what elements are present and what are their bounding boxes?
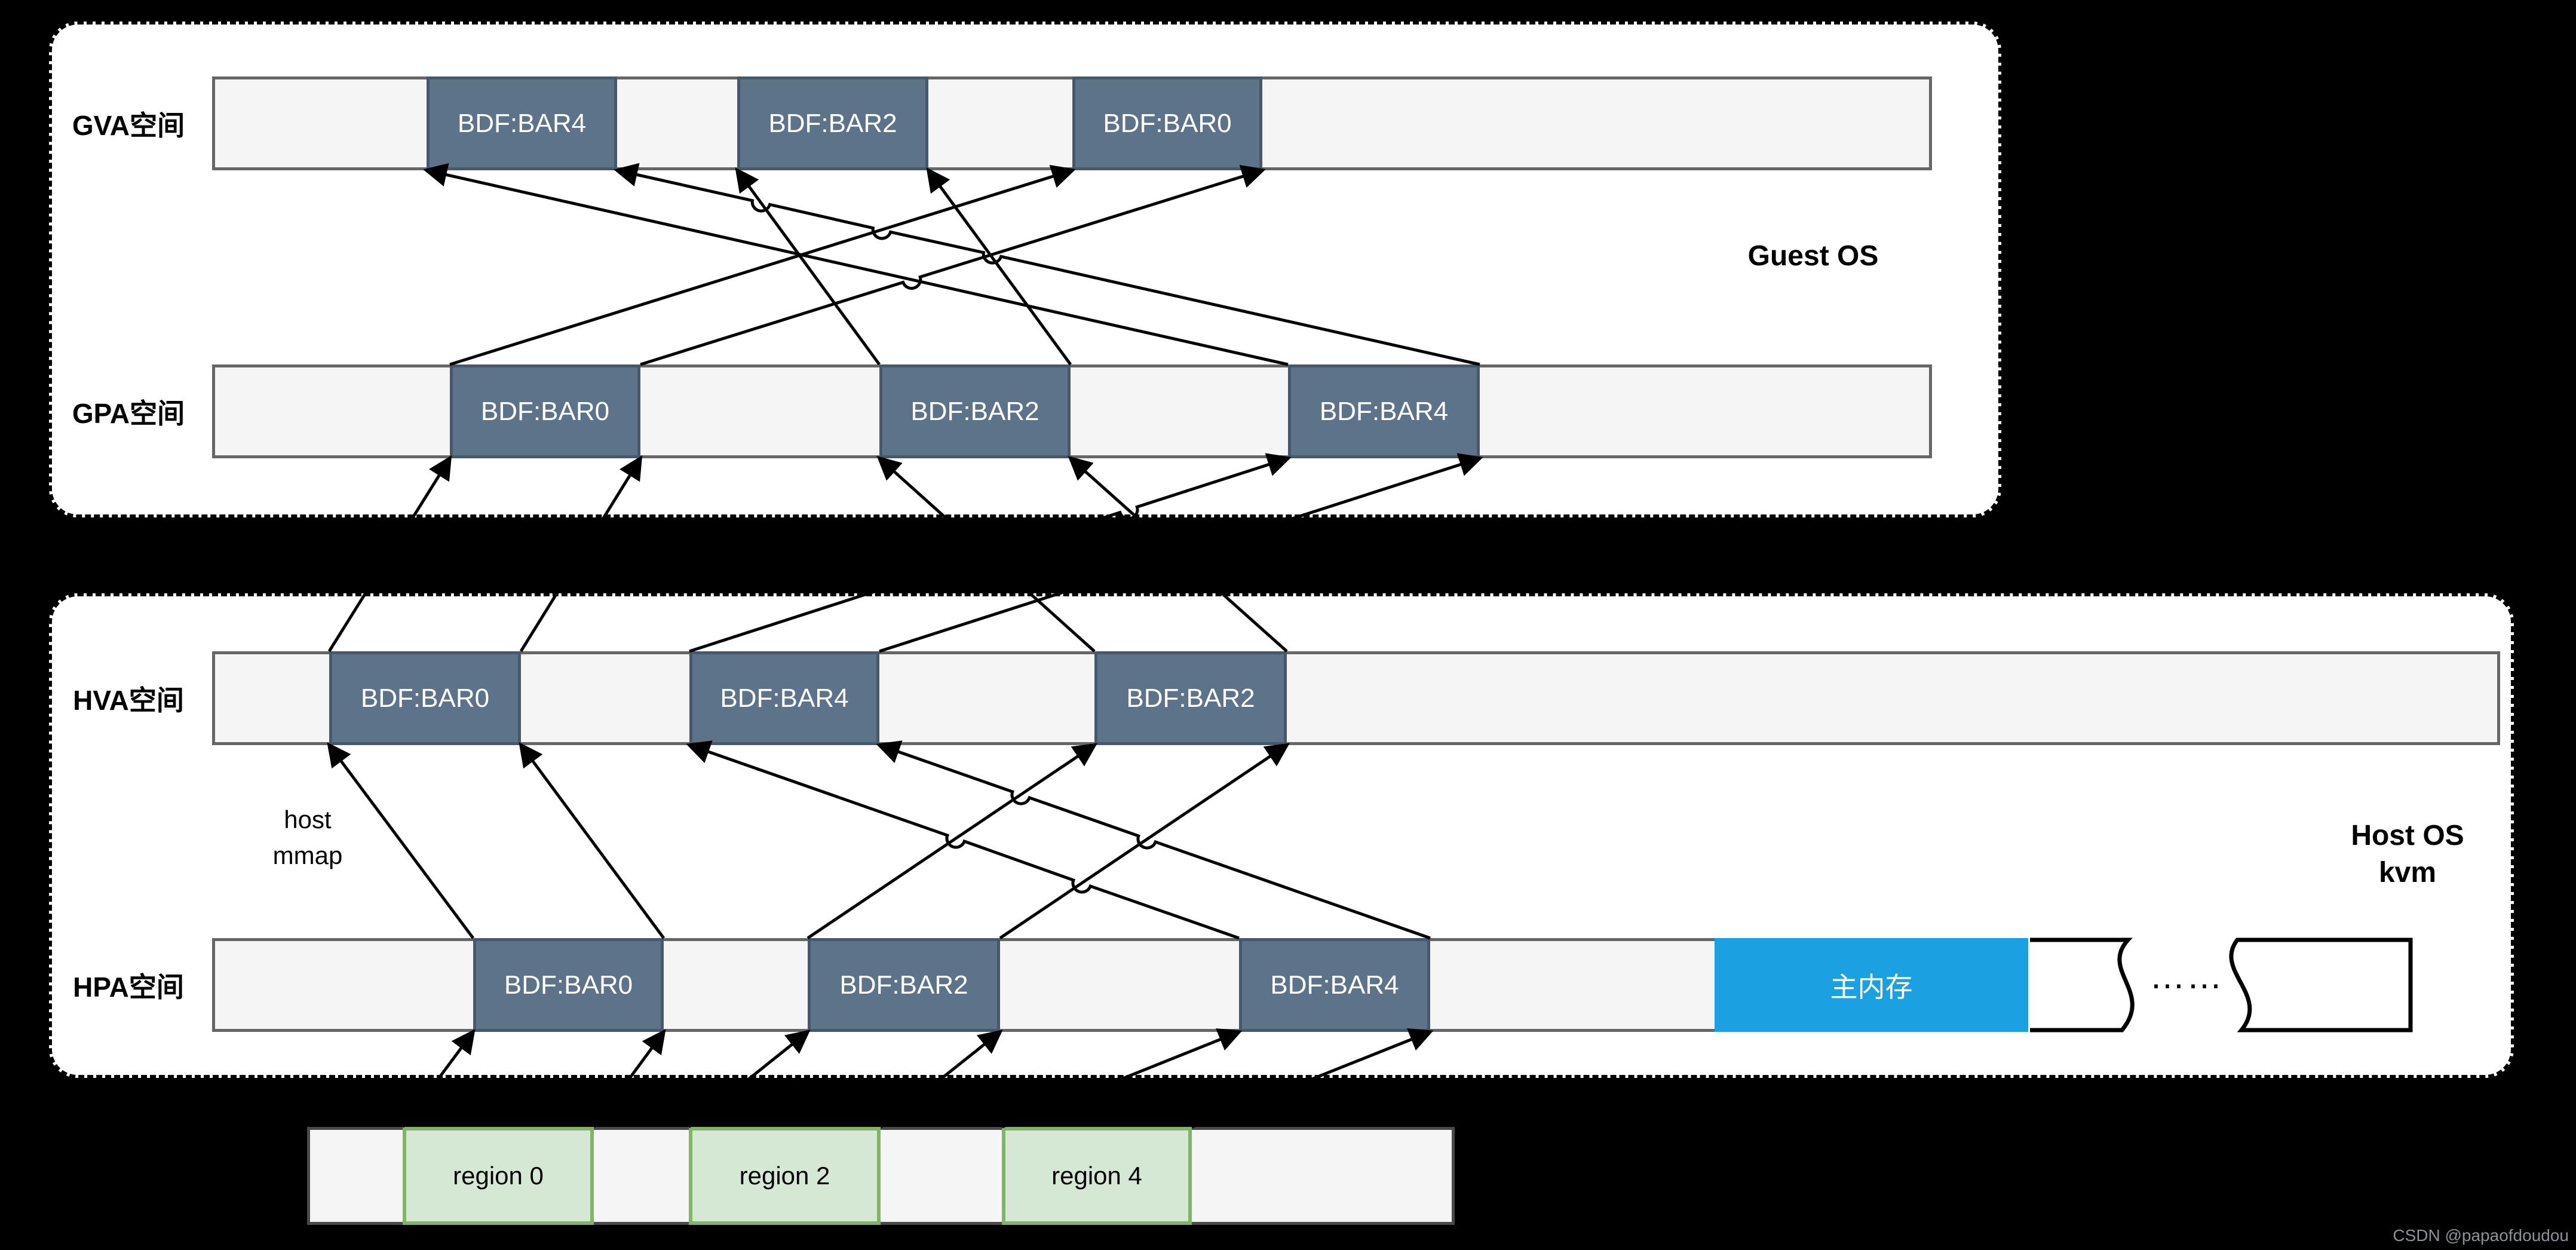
hpa-block-bar4: BDF:BAR4 <box>1239 938 1430 1032</box>
gpa-block-bar2: BDF:BAR2 <box>879 364 1071 458</box>
hva-address-row <box>212 651 2500 745</box>
hva-block-bar4: BDF:BAR4 <box>689 651 879 745</box>
host-os-label: Host OS kvm <box>2276 817 2539 891</box>
hva-row-label: HVA空间 <box>73 684 184 716</box>
gva-block-bar0: BDF:BAR0 <box>1072 76 1262 170</box>
host-os-line1: Host OS <box>2351 820 2464 851</box>
region-4-block: region 4 <box>1002 1127 1192 1225</box>
hpa-block-bar0: BDF:BAR0 <box>473 938 664 1032</box>
host-os-line2: kvm <box>2378 857 2437 889</box>
gva-block-bar4: BDF:BAR4 <box>427 76 617 170</box>
host-mmap-label: host mmap <box>233 802 382 874</box>
memory-continuation-dots: …… <box>2149 955 2224 996</box>
csdn-watermark: CSDN @papaofdoudou <box>2393 1226 2569 1245</box>
hva-block-bar2: BDF:BAR2 <box>1094 651 1287 745</box>
gpa-row-label: GPA空间 <box>72 397 185 429</box>
hva-block-bar0: BDF:BAR0 <box>329 651 521 745</box>
gva-row-label: GVA空间 <box>72 109 185 141</box>
region-0-block: region 0 <box>403 1127 594 1225</box>
guest-os-label: Guest OS <box>1747 240 1879 272</box>
region-2-block: region 2 <box>689 1127 881 1225</box>
gpa-block-bar4: BDF:BAR4 <box>1288 364 1480 458</box>
host-mmap-line1: host <box>284 805 332 834</box>
gva-block-bar2: BDF:BAR2 <box>737 76 928 170</box>
hpa-block-bar2: BDF:BAR2 <box>808 938 1000 1032</box>
gpa-block-bar0: BDF:BAR0 <box>450 364 640 458</box>
host-mmap-line2: mmap <box>272 841 343 869</box>
hpa-row-label: HPA空间 <box>73 971 184 1003</box>
main-memory-block: 主内存 <box>1715 938 2028 1032</box>
